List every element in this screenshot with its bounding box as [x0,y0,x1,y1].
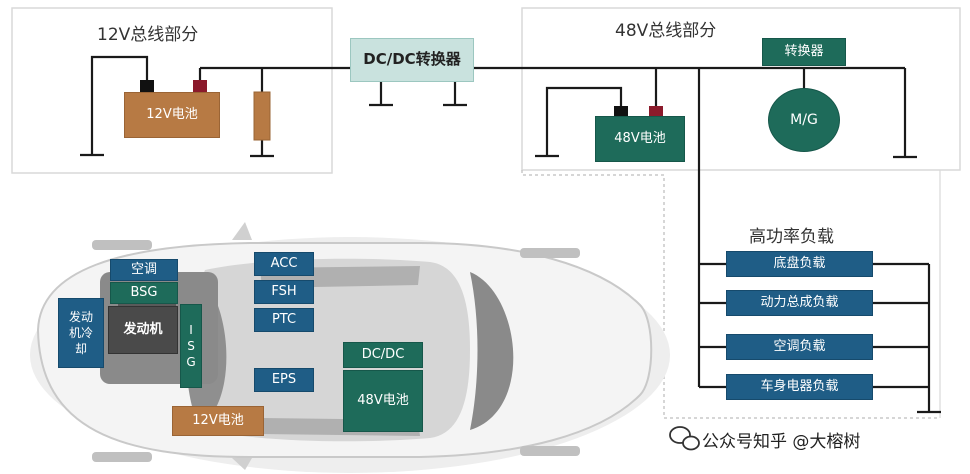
isg-letter-2: S [187,338,195,353]
engine-cooling-line-3: 却 [74,342,87,357]
bus48-negative-terminal [614,106,628,117]
high-power-title: 高功率负载 [749,227,834,247]
bus48-dashed-frame [521,170,940,419]
bus48-ground-wire [545,86,623,156]
bus12-positive-terminal [193,80,207,92]
car-engine-cooling: 发动 机冷 却 [58,298,104,368]
bus48-converter: 转换器 [762,38,846,66]
motor-generator: M/G [768,88,840,152]
car-dcdc: DC/DC [343,342,423,368]
car-ptc: PTC [254,308,314,332]
load-chassis: 底盘负载 [726,251,873,277]
dcdc-converter: DC/DC转换器 [350,38,474,82]
watermark: 公众号知乎 @大榕树 [702,432,861,452]
car-eps: EPS [254,368,314,392]
car-fsh: FSH [254,280,314,304]
car-bsg: BSG [110,282,178,304]
car-48v-battery: 48V电池 [343,370,423,432]
load-aircon: 空调负载 [726,334,873,360]
isg-letter-1: I [189,322,193,337]
bus48-title: 48V总线部分 [615,21,717,41]
bus48-battery: 48V电池 [595,116,685,162]
bus48-positive-terminal [649,106,663,117]
engine-cooling-line-1: 发动 [68,309,93,324]
bus12-ground-wire [90,55,149,155]
bus48-frame [521,7,961,171]
car-engine: 发动机 [108,306,178,354]
bus12-negative-terminal [140,80,154,92]
car-acc: ACC [254,252,314,276]
load-powertrain: 动力总成负载 [726,290,873,316]
bus12-title: 12V总线部分 [97,25,199,45]
engine-cooling-line-2: 机冷 [68,325,93,340]
wechat-icon [669,426,700,451]
bus12-battery: 12V电池 [124,92,220,138]
isg-letter-3: G [186,355,196,370]
load-body-electrics: 车身电器负载 [726,374,873,400]
car-aircon: 空调 [110,259,178,281]
car-isg: I S G [180,304,202,388]
car-12v-battery: 12V电池 [172,406,264,436]
bus12-load-resistor [253,91,271,141]
bus12-frame [11,7,333,174]
